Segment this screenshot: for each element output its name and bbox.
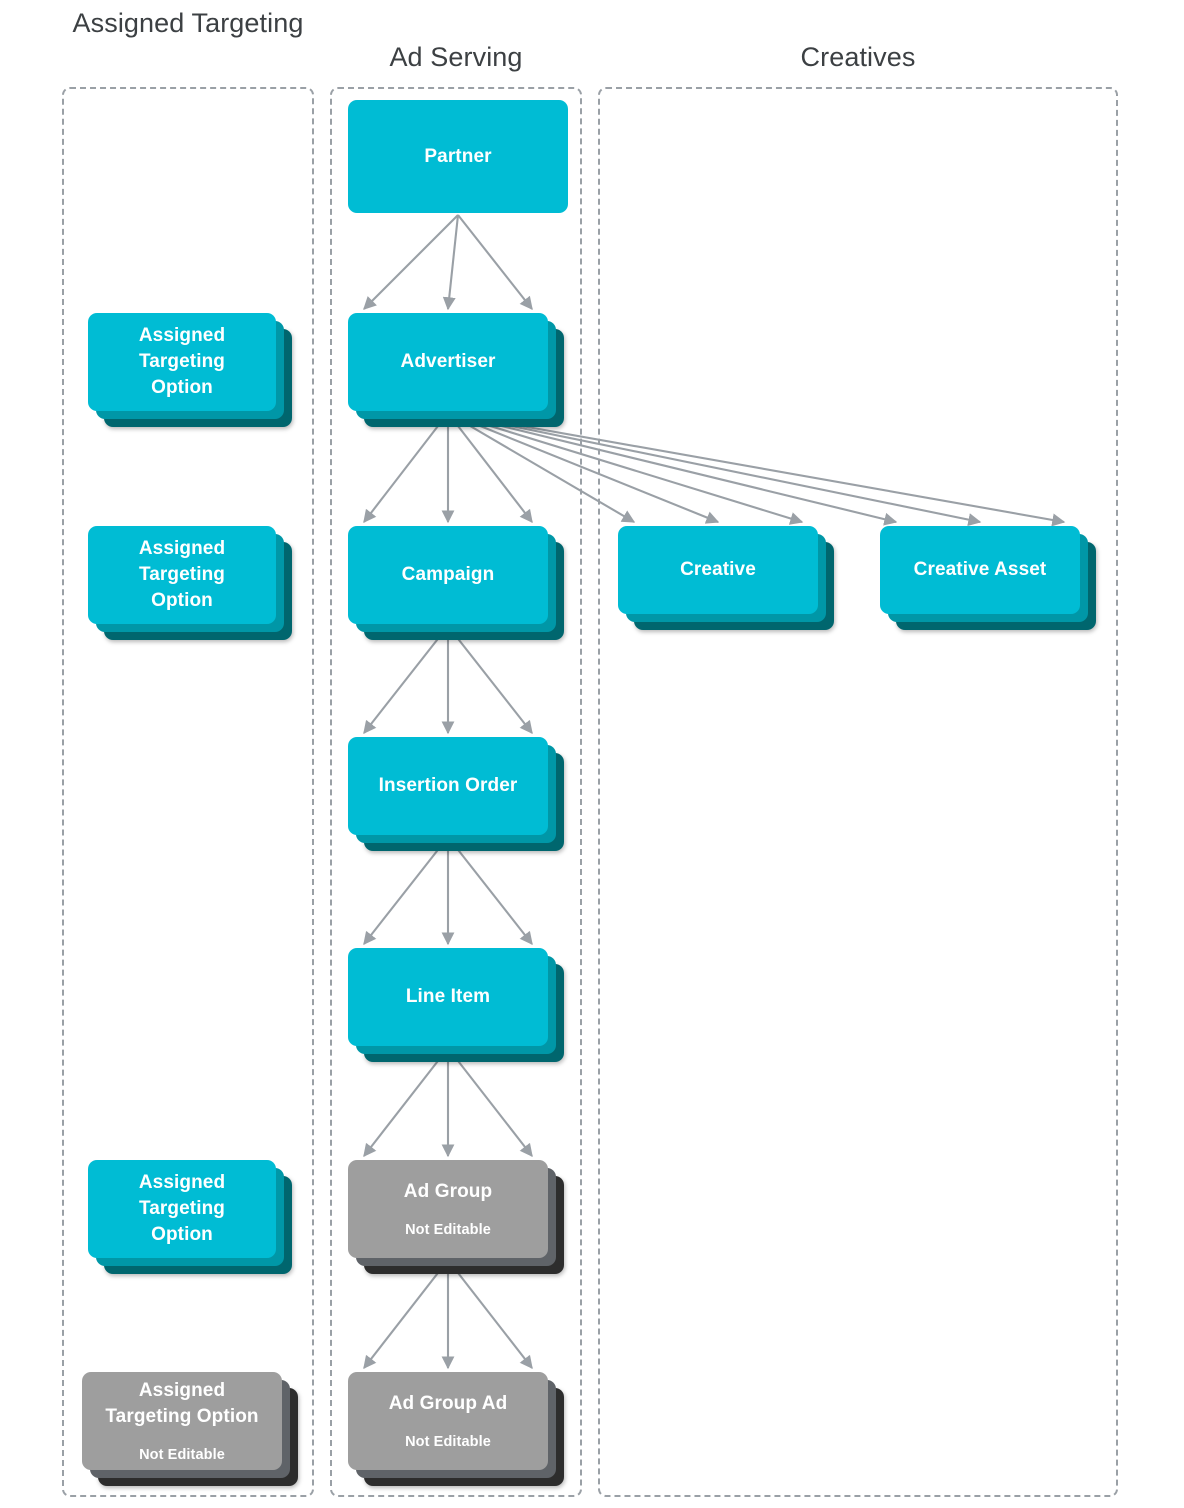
node-assigned-targeting-option-4[interactable]: Assigned Targeting Option Not Editable (82, 1372, 298, 1486)
column-title-assigned-targeting: Assigned Targeting (72, 8, 304, 38)
node-line-item-label: Line Item (405, 986, 491, 1007)
column-assigned-targeting (62, 87, 314, 1497)
node-ad-group-ad-not-editable-badge: Not Editable (405, 1434, 491, 1450)
node-insertion-order[interactable]: Insertion Order (348, 737, 564, 851)
column-ad-serving (330, 87, 582, 1497)
node-partner-face: Partner (348, 100, 568, 213)
node-insertion-order-face: Insertion Order (348, 737, 548, 835)
node-creative-label: Creative (680, 559, 756, 580)
node-advertiser-face: Advertiser (348, 313, 548, 411)
node-insertion-order-label: Insertion Order (378, 775, 518, 796)
node-assigned-targeting-option-3[interactable]: Assigned Targeting Option (88, 1160, 292, 1274)
node-campaign-face: Campaign (348, 526, 548, 624)
node-partner[interactable]: Partner (348, 100, 568, 213)
column-title-ad-serving: Ad Serving (389, 42, 523, 72)
column-creatives (598, 87, 1118, 1497)
node-assigned-targeting-option-1[interactable]: Assigned Targeting Option (88, 313, 292, 427)
node-assigned-targeting-option-4-not-editable-badge: Not Editable (139, 1447, 225, 1463)
node-creative-asset-face: Creative Asset (880, 526, 1080, 614)
node-assigned-targeting-option-4-face: Assigned Targeting Option Not Editable (82, 1372, 282, 1470)
node-ad-group-label: Ad Group (403, 1181, 493, 1202)
node-ad-group-ad-face: Ad Group Ad Not Editable (348, 1372, 548, 1470)
node-assigned-targeting-option-4-label: Assigned Targeting Option (105, 1380, 259, 1427)
node-line-item-face: Line Item (348, 948, 548, 1046)
node-assigned-targeting-option-2-face: Assigned Targeting Option (88, 526, 276, 624)
node-assigned-targeting-option-1-face: Assigned Targeting Option (88, 313, 276, 411)
node-assigned-targeting-option-3-face: Assigned Targeting Option (88, 1160, 276, 1258)
node-creative-asset[interactable]: Creative Asset (880, 526, 1096, 630)
node-line-item[interactable]: Line Item (348, 948, 564, 1062)
node-ad-group-not-editable-badge: Not Editable (405, 1222, 491, 1238)
node-advertiser-label: Advertiser (400, 351, 496, 372)
node-ad-group-ad[interactable]: Ad Group Ad Not Editable (348, 1372, 564, 1486)
column-title-creatives: Creatives (800, 42, 916, 72)
node-creative-asset-label: Creative Asset (913, 559, 1047, 580)
node-campaign[interactable]: Campaign (348, 526, 564, 640)
node-creative[interactable]: Creative (618, 526, 834, 630)
node-ad-group-face: Ad Group Not Editable (348, 1160, 548, 1258)
node-creative-face: Creative (618, 526, 818, 614)
node-advertiser[interactable]: Advertiser (348, 313, 564, 427)
node-partner-label: Partner (424, 145, 492, 167)
node-assigned-targeting-option-3-label: Assigned Targeting Option (138, 1172, 226, 1245)
node-ad-group-ad-label: Ad Group Ad (388, 1393, 508, 1414)
node-assigned-targeting-option-1-label: Assigned Targeting Option (138, 325, 226, 398)
node-campaign-label: Campaign (401, 564, 495, 585)
node-assigned-targeting-option-2[interactable]: Assigned Targeting Option (88, 526, 292, 640)
node-ad-group[interactable]: Ad Group Not Editable (348, 1160, 564, 1274)
node-assigned-targeting-option-2-label: Assigned Targeting Option (138, 538, 226, 611)
